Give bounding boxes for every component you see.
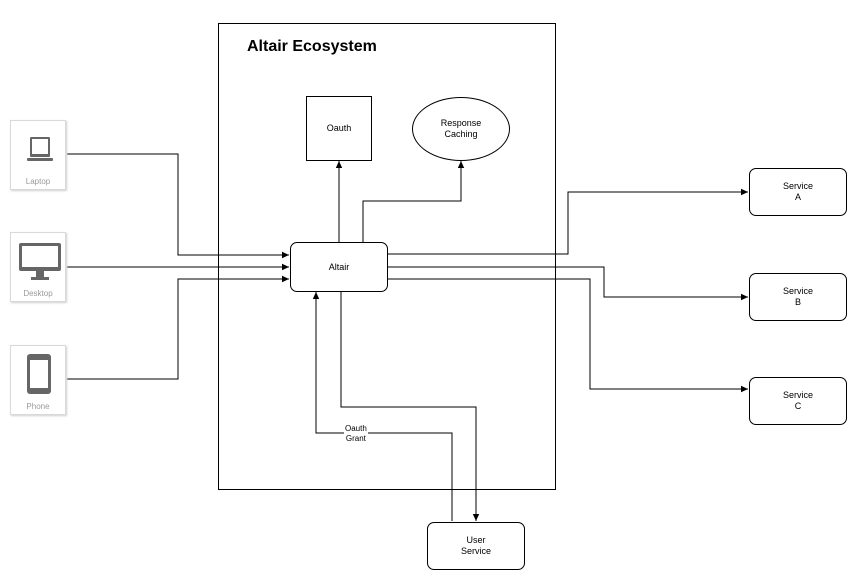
mobile-phone-icon [27, 354, 51, 394]
service-b-node: Service B [749, 273, 847, 321]
service-c-node: Service C [749, 377, 847, 425]
service-a-node: Service A [749, 168, 847, 216]
laptop-client: Laptop [10, 120, 66, 190]
laptop-icon [27, 137, 53, 161]
ecosystem-title: Altair Ecosystem [247, 38, 377, 55]
altair-node: Altair [290, 242, 388, 292]
desktop-label: Desktop [23, 289, 53, 298]
response-caching-node: Response Caching [412, 97, 510, 161]
oauth-node: Oauth [306, 96, 372, 161]
oauth-grant-label: Oauth Grant [344, 424, 368, 444]
user-service-node: User Service [427, 522, 525, 570]
phone-client: Phone [10, 345, 66, 415]
phone-label: Phone [26, 402, 50, 411]
desktop-monitor-icon [19, 243, 61, 280]
laptop-label: Laptop [25, 177, 51, 186]
desktop-client: Desktop [10, 232, 66, 302]
